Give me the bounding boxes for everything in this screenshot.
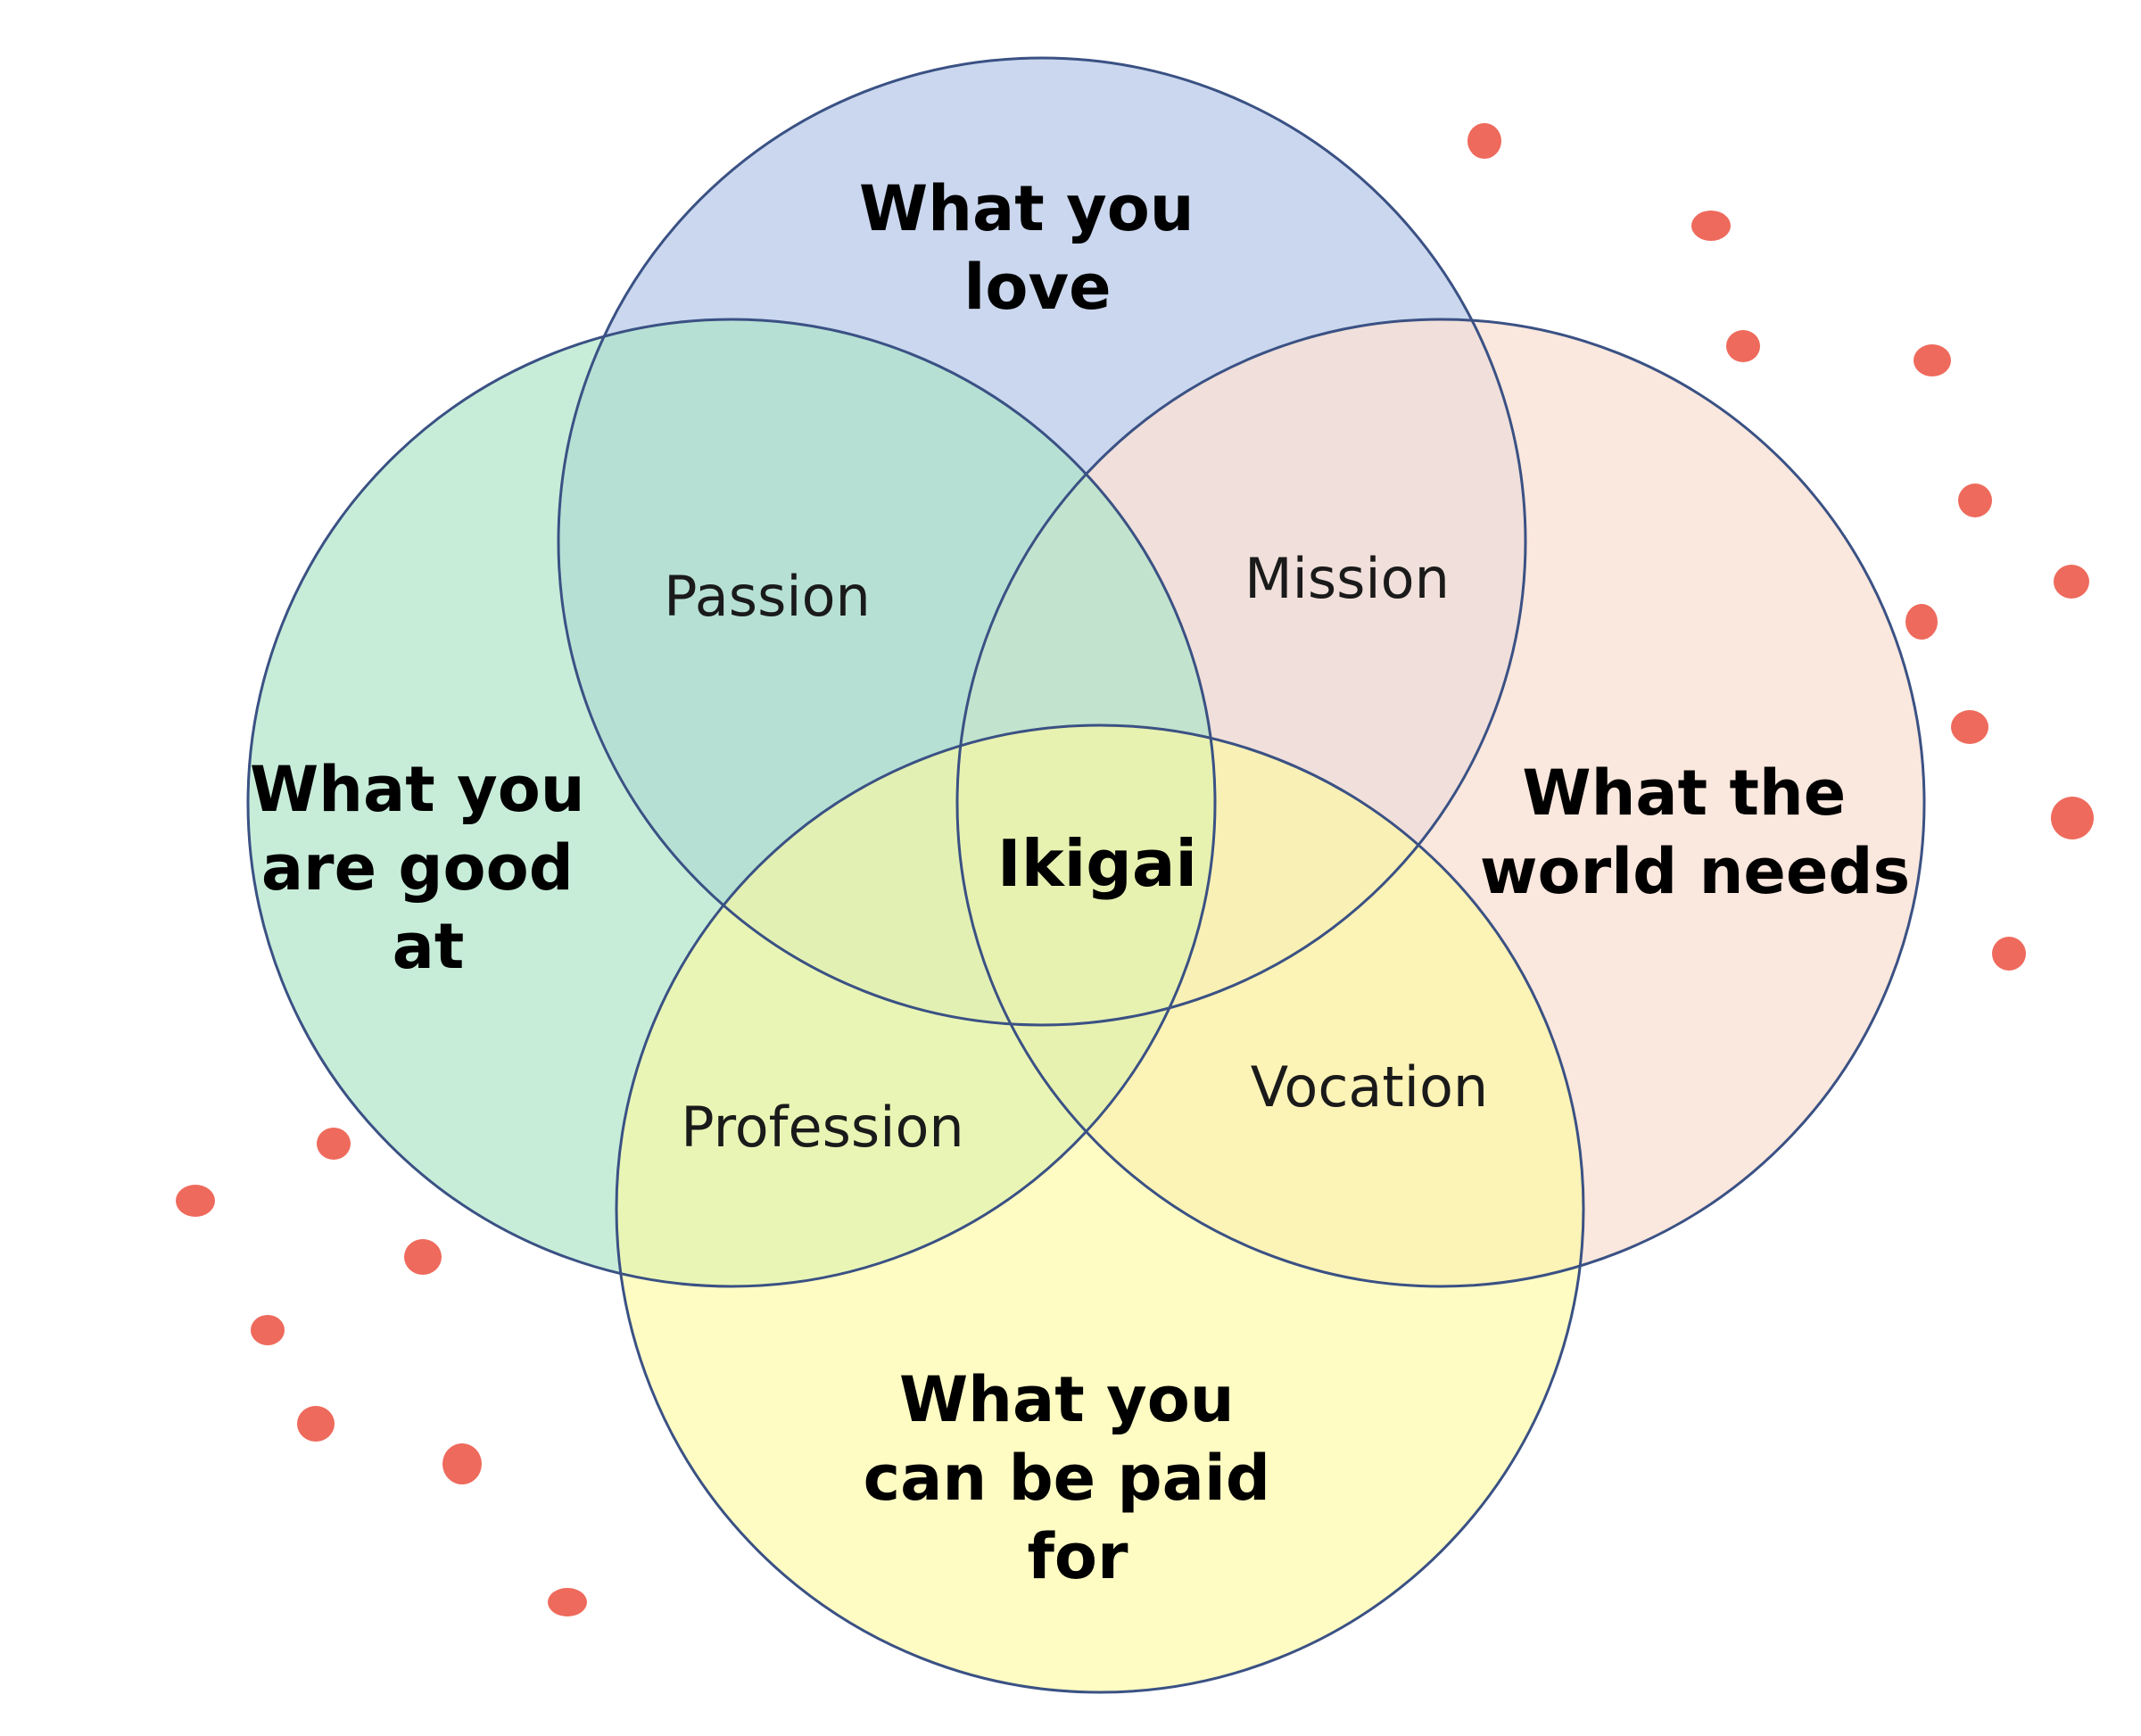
decorative-dot (1914, 344, 1951, 376)
decorative-dot (1951, 710, 1988, 744)
circle-outlines (246, 56, 1926, 1694)
decorative-dot (317, 1128, 351, 1160)
label-passion: Passion (664, 564, 871, 629)
title-good-at-line-2: are good (261, 831, 574, 905)
decorative-dot (442, 1443, 482, 1484)
circle-what-you-can-be-paid-for (616, 725, 1583, 1692)
decorative-dot (2051, 797, 2094, 839)
decorative-dot (1992, 937, 2026, 971)
outline-what-you-love (557, 56, 1527, 1027)
title-what-you-are-good-at: What you are good at (250, 753, 607, 983)
label-mission: Mission (1244, 546, 1450, 611)
decorative-dot (1691, 211, 1731, 241)
title-paid-for-line-2: can be paid (864, 1442, 1270, 1515)
decorative-dot (404, 1239, 442, 1275)
title-good-at-line-1: What you (250, 753, 585, 826)
title-paid-for-line-3: for (1027, 1520, 1128, 1593)
title-what-you-can-be-paid-for: What you can be paid for (864, 1363, 1293, 1593)
decorative-dot (548, 1588, 587, 1616)
decorative-dot (1905, 604, 1938, 640)
decorative-dot (2054, 565, 2089, 599)
title-what-the-world-needs: What the world needs (1480, 756, 1910, 908)
label-ikigai-center: Ikigai (997, 826, 1197, 901)
label-profession: Profession (681, 1095, 963, 1160)
title-world-needs-line-2: world needs (1480, 835, 1910, 908)
outline-what-you-are-good-at (246, 318, 1217, 1288)
title-love-line-1: What you (859, 172, 1194, 245)
decorative-dots (176, 123, 2094, 1616)
outline-what-you-can-be-paid-for (615, 723, 1585, 1694)
decorative-dot (1726, 330, 1760, 362)
label-vocation: Vocation (1251, 1054, 1488, 1120)
outline-what-the-world-needs (955, 318, 1926, 1288)
title-what-you-love: What you love (859, 172, 1216, 324)
decorative-dot (1467, 123, 1501, 159)
decorative-dot (176, 1185, 215, 1217)
decorative-dot (1958, 484, 1992, 517)
decorative-dot (251, 1315, 285, 1345)
decorative-dot (297, 1406, 335, 1442)
title-good-at-line-3: at (393, 910, 465, 983)
title-love-line-2: love (963, 251, 1111, 324)
title-paid-for-line-1: What you (899, 1363, 1235, 1436)
title-world-needs-line-1: What the (1522, 756, 1846, 830)
